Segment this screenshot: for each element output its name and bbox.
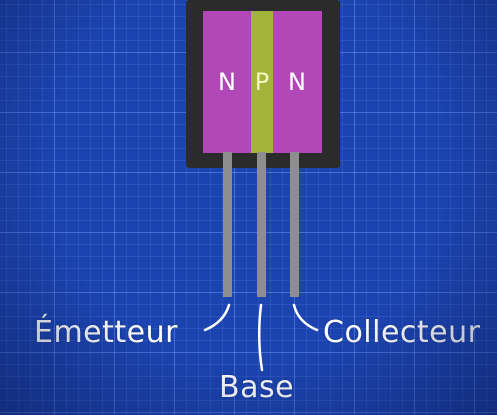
emitter-region xyxy=(203,11,251,153)
collector-connector xyxy=(292,303,319,332)
collector-region-letter: N xyxy=(288,68,306,96)
emitter-lead xyxy=(223,152,232,297)
emitter-region-letter: N xyxy=(218,68,236,96)
base-region xyxy=(251,11,273,153)
base-lead xyxy=(257,152,266,297)
emitter-label: Émetteur xyxy=(34,315,178,350)
base-connector xyxy=(257,303,264,372)
emitter-connector xyxy=(203,303,231,332)
collector-lead xyxy=(290,152,299,297)
base-region-letter: P xyxy=(254,68,270,96)
collector-region xyxy=(273,11,322,153)
collector-label: Collecteur xyxy=(323,315,481,350)
base-label: Base xyxy=(219,370,295,405)
